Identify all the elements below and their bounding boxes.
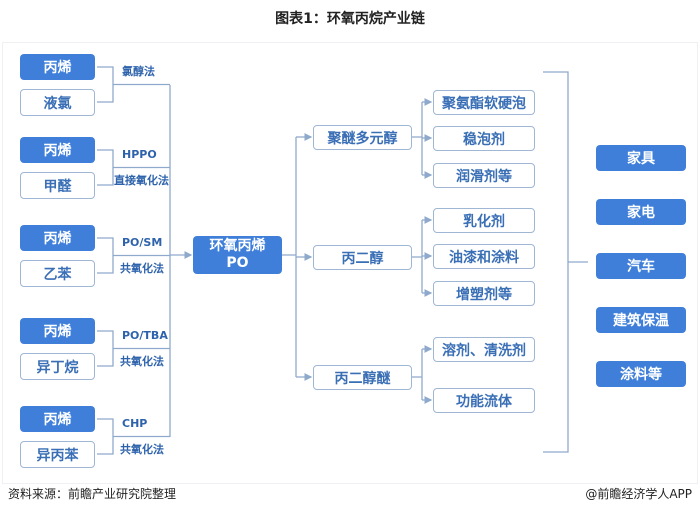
center-line1: 环氧丙烯: [209, 238, 266, 254]
source-note: 资料来源：前瞻产业研究院整理: [8, 487, 177, 501]
application-box: 汽车: [596, 253, 686, 279]
diagram-frame: [2, 42, 698, 484]
application-box: 建筑保温: [596, 307, 686, 333]
product-box: 稳泡剂: [433, 126, 535, 151]
product-box: 油漆和涂料: [433, 244, 535, 269]
application-box: 涂料等: [596, 361, 686, 387]
raw-material-propylene: 丙烯: [20, 318, 95, 344]
process-method: 直接氧化法: [114, 173, 169, 187]
process-method: 共氧化法: [120, 354, 164, 368]
product-box: 乳化剂: [433, 208, 535, 233]
product-box: 聚氨酯软硬泡: [433, 90, 535, 115]
raw-material-co-reactant: 乙苯: [20, 260, 95, 287]
raw-material-propylene: 丙烯: [20, 225, 95, 251]
intermediate-propylene-glycol-ether: 丙二醇醚: [313, 365, 412, 390]
process-method: 氯醇法: [122, 64, 155, 78]
chart-title: 图表1：环氧丙烷产业链: [275, 11, 425, 27]
raw-material-propylene: 丙烯: [20, 406, 95, 432]
brand-note: @前瞻经济学人APP: [585, 487, 692, 501]
process-method: 共氧化法: [120, 261, 164, 275]
product-box: 溶剂、清洗剂: [433, 337, 535, 362]
application-box: 家具: [596, 145, 686, 171]
product-box: 功能流体: [433, 388, 535, 413]
application-box: 家电: [596, 199, 686, 225]
raw-material-co-reactant: 异丙苯: [20, 441, 95, 468]
center-po-box: 环氧丙烯 PO: [193, 236, 282, 274]
process-name: CHP: [122, 416, 148, 430]
product-box: 增塑剂等: [433, 281, 535, 306]
raw-material-propylene: 丙烯: [20, 54, 95, 80]
raw-material-co-reactant: 液氯: [20, 89, 95, 116]
process-method: 共氧化法: [120, 442, 164, 456]
product-box: 润滑剂等: [433, 163, 535, 188]
raw-material-co-reactant: 异丁烷: [20, 353, 95, 380]
center-line2: PO: [226, 255, 249, 271]
process-name: PO/TBA: [122, 328, 168, 342]
process-name: PO/SM: [122, 235, 163, 249]
intermediate-propylene-glycol: 丙二醇: [313, 245, 412, 270]
intermediate-polyether-polyol: 聚醚多元醇: [313, 125, 412, 150]
process-name: HPPO: [122, 147, 157, 161]
raw-material-propylene: 丙烯: [20, 137, 95, 163]
raw-material-co-reactant: 甲醛: [20, 172, 95, 199]
